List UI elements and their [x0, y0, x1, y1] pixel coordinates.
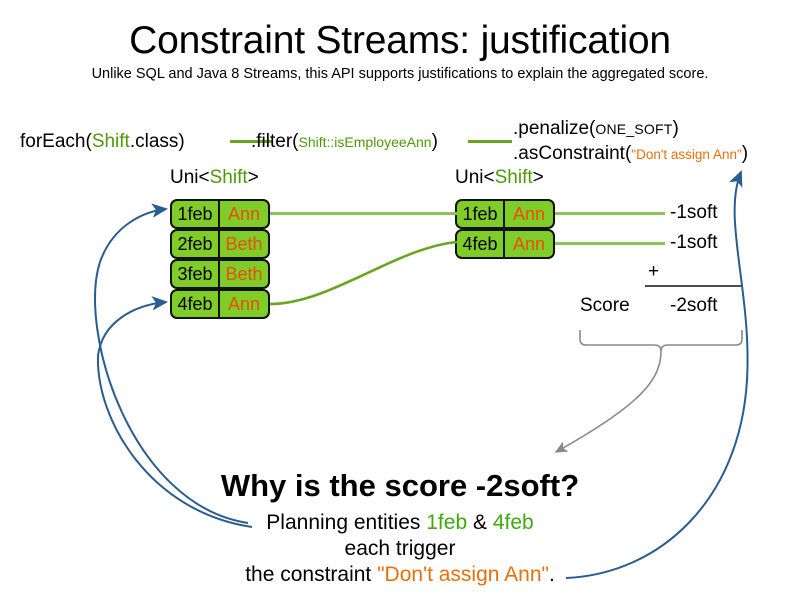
uni-left-type: Shift — [209, 167, 248, 188]
uni-left-pre: Uni< — [170, 167, 210, 188]
cell-date: 1feb — [457, 201, 505, 227]
explanation-line-3: the constraint "Don't assign Ann". — [0, 562, 800, 588]
code-penalize-post: ) — [672, 118, 679, 139]
score-divider — [645, 285, 742, 287]
table-row[interactable]: 1feb Ann — [455, 199, 555, 229]
explanation-line1-pre: Planning entities — [266, 511, 427, 534]
code-penalize: .penalize(ONE_SOFT) — [513, 117, 679, 141]
explanation-constraint-name: "Don't assign Ann" — [377, 563, 549, 586]
explanation-line-2: each trigger — [344, 537, 456, 560]
table-row[interactable]: 1feb Ann — [170, 199, 270, 229]
stream-link-1feb — [270, 212, 457, 215]
cell-name: Ann — [512, 234, 546, 254]
penalty-label-1: -1soft — [670, 202, 718, 223]
code-asconstraint-post: ) — [741, 143, 749, 164]
table-row[interactable]: 4feb Ann — [170, 289, 270, 319]
explanation-entity-4feb: 4feb — [492, 511, 534, 534]
cell-date: 4feb — [172, 291, 220, 317]
explanation-line-1: Planning entities 1feb & 4feb — [0, 510, 800, 536]
page-subtitle: Unlike SQL and Java 8 Streams, this API … — [91, 66, 709, 82]
code-foreach-post: .class) — [129, 131, 185, 152]
penalty-link-2 — [555, 242, 665, 245]
code-foreach: forEach(Shift.class) — [20, 130, 185, 154]
uni-caption-right: Uni<Shift> — [455, 167, 544, 189]
explanation-line3-post: . — [548, 563, 555, 586]
cell-name: Beth — [225, 234, 263, 254]
table-row[interactable]: 3feb Beth — [170, 259, 270, 289]
cell-date: 1feb — [172, 201, 220, 227]
table-row[interactable]: 2feb Beth — [170, 229, 270, 259]
code-filter-post: ) — [431, 131, 438, 152]
cell-name: Ann — [227, 204, 261, 224]
cell-date: 3feb — [172, 261, 220, 287]
cell-date: 2feb — [172, 231, 220, 257]
explanation-body: Planning entities 1feb & 4feb each trigg… — [0, 510, 800, 588]
code-filter: .filter(Shift::isEmployeeAnn) — [251, 130, 438, 154]
table-row[interactable]: 4feb Ann — [455, 229, 555, 259]
code-asconstraint-pre: .asConstraint( — [513, 143, 632, 164]
score-label: Score — [580, 295, 630, 316]
stream-link-4feb-curve — [269, 240, 458, 306]
fact-table-left: 1feb Ann 2feb Beth 3feb Beth 4feb Ann — [170, 199, 270, 319]
uni-right-type: Shift — [494, 167, 533, 188]
score-total: -2soft — [670, 295, 718, 316]
penalty-label-2: -1soft — [670, 232, 718, 253]
code-connector-1 — [230, 140, 272, 143]
cell-date: 4feb — [457, 231, 505, 257]
code-penalize-pre: .penalize( — [513, 118, 596, 139]
code-asconstraint: .asConstraint("Don't assign Ann") — [513, 142, 748, 167]
penalty-link-1 — [555, 212, 665, 215]
page-title: Constraint Streams: justification — [129, 19, 671, 62]
code-foreach-type: Shift — [91, 131, 130, 152]
cell-name: Ann — [227, 294, 261, 314]
fact-table-right: 1feb Ann 4feb Ann — [455, 199, 555, 259]
code-penalize-arg: ONE_SOFT — [595, 121, 673, 137]
uni-left-post: > — [247, 167, 259, 188]
uni-caption-left: Uni<Shift> — [170, 167, 259, 189]
code-connector-2 — [468, 140, 512, 143]
uni-right-post: > — [532, 167, 544, 188]
uni-right-pre: Uni< — [455, 167, 495, 188]
score-explanation-arrow — [554, 350, 662, 453]
cell-name: Ann — [512, 204, 546, 224]
explanation-line3-pre: the constraint — [245, 563, 378, 586]
score-operator: + — [648, 261, 660, 282]
code-filter-pre: .filter( — [251, 131, 299, 152]
code-asconstraint-arg: "Don't assign Ann" — [631, 147, 742, 162]
cell-name: Beth — [225, 264, 263, 284]
score-brace — [579, 330, 743, 352]
explanation-entity-1feb: 1feb — [426, 511, 468, 534]
explanation-question: Why is the score -2soft? — [220, 468, 580, 503]
code-foreach-pre: forEach( — [20, 131, 92, 152]
code-filter-arg: Shift::isEmployeeAnn — [298, 134, 432, 150]
explanation-line1-amp: & — [467, 511, 493, 534]
